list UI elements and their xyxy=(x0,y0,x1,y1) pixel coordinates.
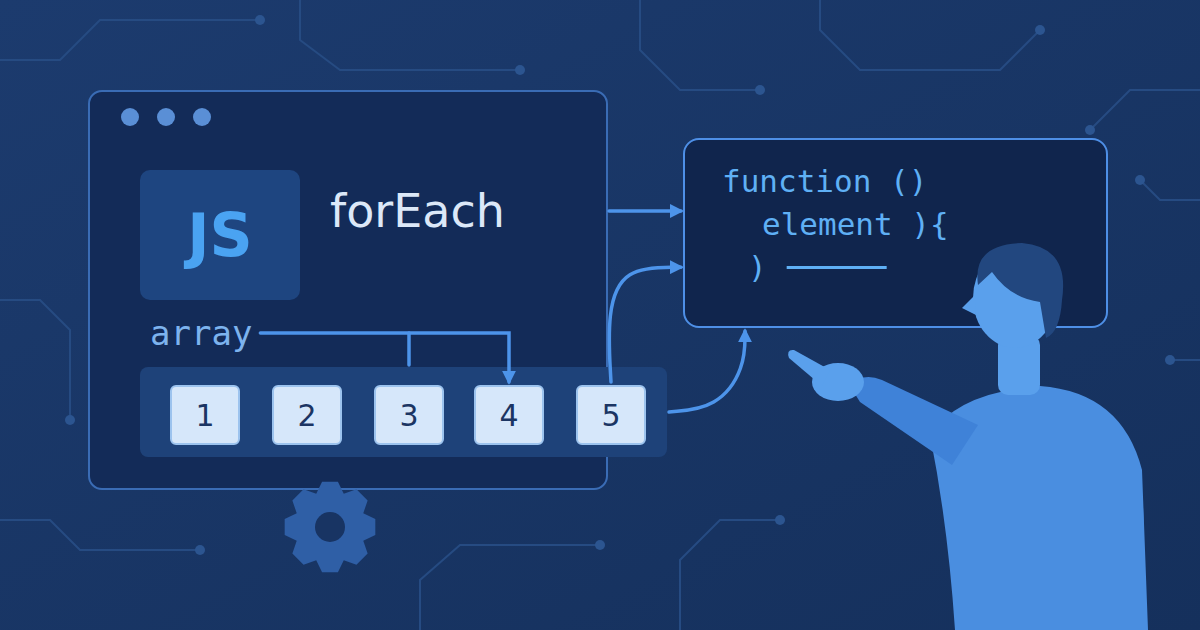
code-line: element ){ xyxy=(762,203,949,246)
circuit-pad xyxy=(515,65,525,75)
circuit-pad xyxy=(1135,175,1145,185)
circuit-pad xyxy=(755,85,765,95)
circuit-trace xyxy=(1140,180,1200,200)
element-value: 5 xyxy=(601,398,620,433)
circuit-trace xyxy=(0,520,200,550)
circuit-trace xyxy=(0,300,70,420)
person-finger xyxy=(788,350,830,386)
code-line: ) xyxy=(748,246,767,289)
circuit-trace xyxy=(300,0,520,70)
code-line: function () xyxy=(722,160,927,203)
flow-arrow xyxy=(669,331,745,412)
circuit-pad xyxy=(595,540,605,550)
person-hair xyxy=(977,243,1063,338)
method-name: forEach xyxy=(330,184,505,238)
gear-body xyxy=(285,482,376,573)
gear-icon xyxy=(285,482,376,573)
person-figure xyxy=(788,243,1148,630)
js-badge: JS xyxy=(140,170,300,300)
browser-window: forEachJSarray12345 xyxy=(88,90,608,490)
array-element: 2 xyxy=(272,385,342,445)
flow-arrow xyxy=(609,209,681,213)
circuit-pad xyxy=(255,15,265,25)
person-nose xyxy=(962,295,976,315)
element-value: 3 xyxy=(399,398,418,433)
badge-label: JS xyxy=(187,200,253,270)
circuit-pad xyxy=(195,545,205,555)
circuit-pad xyxy=(775,515,785,525)
circuit-trace xyxy=(420,545,600,630)
array-row: array12345 xyxy=(140,367,667,457)
circuit-trace xyxy=(820,0,1040,70)
flow-arrow xyxy=(260,333,509,382)
circuit-trace xyxy=(640,0,760,90)
circuit-pad xyxy=(1165,355,1175,365)
circuit-trace xyxy=(680,520,780,630)
window-dot xyxy=(193,108,211,126)
array-label: array xyxy=(150,313,252,353)
window-dots xyxy=(121,108,211,126)
code-underline xyxy=(787,266,887,269)
array-element: 5 xyxy=(576,385,646,445)
gear-hole xyxy=(315,512,345,542)
window-dot xyxy=(121,108,139,126)
array-element: 1 xyxy=(170,385,240,445)
circuit-trace xyxy=(0,20,260,60)
circuit-pad xyxy=(1085,125,1095,135)
circuit-trace xyxy=(1090,90,1200,130)
window-dot xyxy=(157,108,175,126)
array-element: 3 xyxy=(374,385,444,445)
array-element: 4 xyxy=(474,385,544,445)
person-arm xyxy=(850,377,978,465)
element-value: 2 xyxy=(297,398,316,433)
flow-arrow xyxy=(609,267,681,382)
flow-arrow xyxy=(407,333,411,365)
element-value: 1 xyxy=(195,398,214,433)
element-value: 4 xyxy=(499,398,518,433)
circuit-pad xyxy=(65,415,75,425)
circuit-pad xyxy=(1035,25,1045,35)
